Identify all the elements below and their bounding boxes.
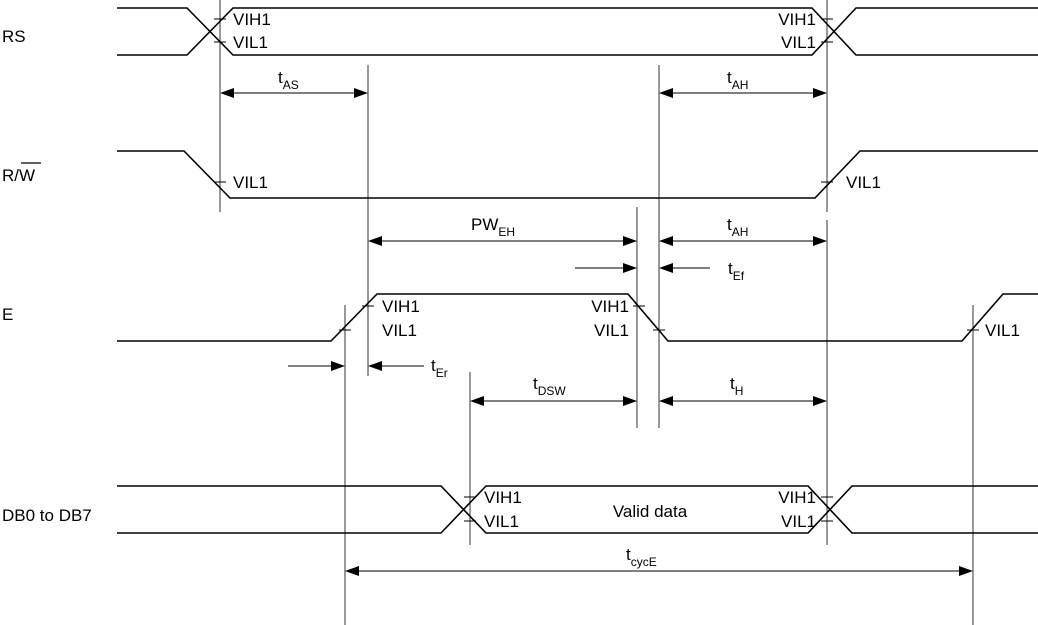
param-th: tH bbox=[730, 374, 743, 398]
signal-label-e: E bbox=[2, 305, 13, 324]
param-ter: tEr bbox=[431, 356, 448, 380]
parameter-labels: tAS tAH PWEH tAH tEf tEr tDSW tH tcycE bbox=[278, 68, 748, 569]
db-vil-label: VIL1 bbox=[484, 512, 519, 531]
signal-label-rs: RS bbox=[2, 27, 26, 46]
db-vih-label-right: VIH1 bbox=[778, 488, 816, 507]
param-tcyce: tcycE bbox=[626, 545, 657, 569]
db-waveform bbox=[117, 485, 1038, 534]
e-vih-label: VIH1 bbox=[382, 297, 420, 316]
e-waveform bbox=[117, 293, 1038, 342]
db-vil-label-right: VIL1 bbox=[781, 512, 816, 531]
rs-vih-label: VIH1 bbox=[233, 10, 271, 29]
e-vil-label: VIL1 bbox=[382, 321, 417, 340]
param-tdsw: tDSW bbox=[533, 374, 566, 398]
db-vih-label: VIH1 bbox=[484, 488, 522, 507]
level-ticks bbox=[214, 18, 979, 522]
signal-label-db: DB0 to DB7 bbox=[2, 506, 92, 525]
rw-vil-label-right: VIL1 bbox=[846, 173, 881, 192]
e-vil-label-end: VIL1 bbox=[985, 321, 1020, 340]
e-vih-label-right: VIH1 bbox=[591, 297, 629, 316]
valid-data-label: Valid data bbox=[613, 502, 688, 521]
e-vil-label-right: VIL1 bbox=[594, 321, 629, 340]
param-tah-rw: tAH bbox=[727, 215, 748, 239]
dimension-lines bbox=[220, 88, 973, 576]
rw-waveform bbox=[117, 150, 1038, 199]
param-tah-rs: tAH bbox=[727, 68, 748, 92]
rs-vil-label: VIL1 bbox=[233, 33, 268, 52]
param-pweh: PWEH bbox=[471, 215, 515, 239]
rw-vil-label: VIL1 bbox=[233, 173, 268, 192]
rs-vih-label-right: VIH1 bbox=[778, 10, 816, 29]
reference-lines bbox=[219, 0, 974, 625]
signal-label-rw: R/W bbox=[2, 166, 35, 185]
level-labels: VIH1 VIL1 VIH1 VIL1 VIL1 VIL1 VIH1 VIL1 … bbox=[233, 10, 1020, 531]
param-tas: tAS bbox=[278, 68, 299, 92]
rs-waveform bbox=[117, 7, 1038, 56]
rs-vil-label-right: VIL1 bbox=[781, 33, 816, 52]
param-tef: tEf bbox=[728, 259, 745, 283]
